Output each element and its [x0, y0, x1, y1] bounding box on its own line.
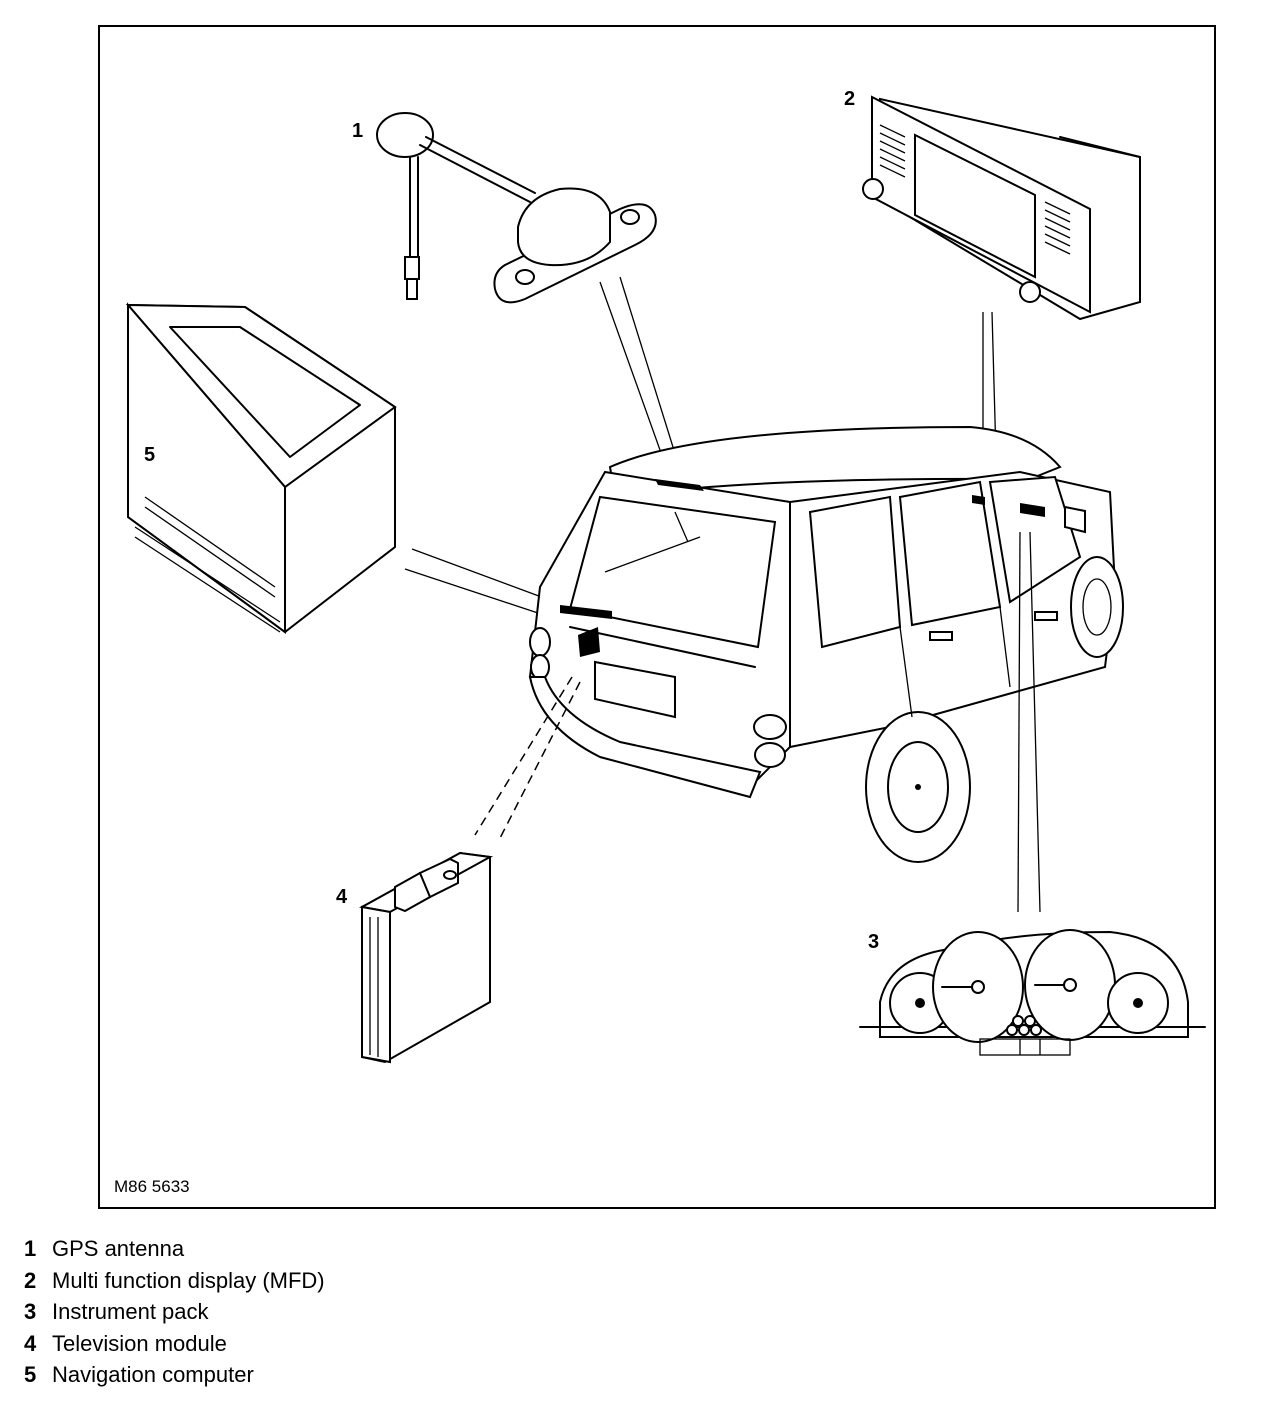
vehicle-drawing — [528, 425, 1124, 863]
figure-id: M86 5633 — [114, 1177, 190, 1196]
callout-4: 4 — [336, 886, 348, 908]
legend-number: 1 — [24, 1236, 37, 1261]
legend-label: Multi function display (MFD) — [52, 1267, 325, 1293]
navigation-computer-leader — [411, 548, 556, 603]
callout-1: 1 — [352, 120, 364, 142]
legend-label: Instrument pack — [52, 1299, 209, 1324]
legend-label: GPS antenna — [52, 1236, 185, 1261]
legend-number: 2 — [24, 1267, 37, 1293]
legend-number: 3 — [24, 1299, 37, 1324]
instrument-pack-drawing — [859, 929, 1206, 1056]
television-module-leader — [474, 676, 573, 836]
legend-number: 4 — [24, 1330, 37, 1356]
gps-antenna-drawing — [376, 112, 657, 304]
legend-item: 1 GPS antenna — [24, 1234, 325, 1266]
callout-2: 2 — [844, 88, 856, 110]
legend-label: Television module — [52, 1330, 227, 1356]
legend-item: 4 Television module — [24, 1329, 325, 1361]
vehicle-system-illustration — [125, 95, 1206, 1064]
legend-item: 5 Navigation computer — [24, 1360, 325, 1392]
diagram-frame: 1 2 3 4 5 M86 5633 — [98, 25, 1216, 1209]
callout-5: 5 — [144, 444, 156, 466]
callout-3: 3 — [868, 931, 880, 953]
legend-item: 2 Multi function display (MFD) — [24, 1266, 325, 1298]
navigation-computer-drawing — [125, 302, 397, 634]
instrument-pack-leader — [1017, 531, 1021, 913]
legend-label: Navigation computer — [52, 1362, 254, 1387]
legend-number: 5 — [24, 1362, 37, 1387]
legend-item: 3 Instrument pack — [24, 1297, 325, 1329]
television-module-drawing — [359, 851, 494, 1064]
legend: 1 GPS antenna 2 Multi function display (MF… — [24, 1234, 325, 1392]
mfd-drawing — [862, 95, 1141, 321]
